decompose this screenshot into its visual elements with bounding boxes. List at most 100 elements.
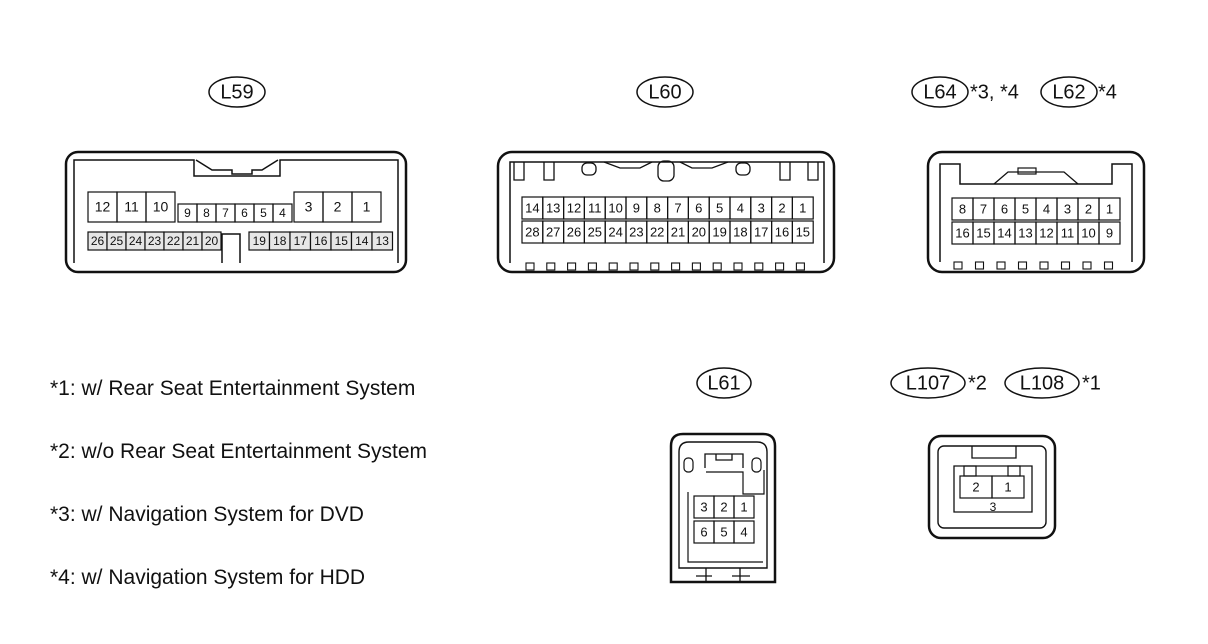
latch-hole: [683, 457, 694, 473]
rib: [691, 262, 701, 271]
note-4: *4: w/ Navigation System for HDD: [50, 566, 365, 589]
rib: [650, 262, 660, 271]
rib: [587, 262, 597, 271]
pin-number: 9: [1106, 225, 1113, 240]
pin-number: 21: [186, 234, 200, 248]
rib: [1017, 261, 1028, 270]
pin-number: 11: [588, 200, 602, 215]
pin-number: 1: [740, 499, 747, 514]
pin-number: 3: [1064, 201, 1071, 216]
connector-suffix-l64: *3, *4: [970, 81, 1019, 103]
footnotes: *1: w/ Rear Seat Entertainment System *2…: [50, 377, 427, 589]
pin-number: 11: [124, 199, 139, 215]
pin-number: 8: [654, 200, 661, 215]
pin-number: 21: [671, 224, 685, 239]
pin-cavity: [351, 191, 382, 223]
pin-number: 6: [695, 200, 702, 215]
pin-number: 16: [775, 224, 789, 239]
pin-number: 26: [91, 234, 105, 248]
housing-inner-outline: [678, 441, 768, 569]
pin-number: 20: [692, 224, 706, 239]
pin-number: 10: [153, 199, 169, 215]
pin-number: 25: [110, 234, 124, 248]
pin-cavity: [145, 191, 176, 223]
housing-inner-outline: [937, 445, 1047, 529]
pin-number: 26: [567, 224, 581, 239]
connector-code-l60: L60: [648, 81, 681, 103]
pin-number: 5: [1022, 201, 1029, 216]
note-2: *2: w/o Rear Seat Entertainment System: [50, 440, 427, 463]
pin-cavity: [371, 231, 394, 251]
connector-code-oval: [636, 76, 694, 108]
cavity-outline: [687, 492, 763, 563]
pin-number: 11: [1061, 225, 1075, 240]
connector-code-l61: L61: [707, 372, 740, 394]
connector-code-oval: [1040, 76, 1098, 108]
pin-number: 10: [1081, 225, 1095, 240]
pin-number: 12: [1039, 225, 1053, 240]
rib: [733, 262, 743, 271]
pin-number: 14: [355, 234, 369, 248]
pin-number: 3: [700, 499, 707, 514]
connector-housing: [926, 150, 1146, 274]
pin-number: 25: [588, 224, 602, 239]
pin-cavity: [1098, 221, 1121, 245]
pin-cavity: [791, 220, 814, 244]
pin-number: 28: [525, 224, 539, 239]
pin-cavity: [1098, 197, 1121, 221]
rib: [629, 262, 639, 271]
rib: [795, 262, 805, 271]
pin-number: 18: [273, 234, 287, 248]
pin-number: 6: [241, 206, 248, 220]
pin-number: 14: [997, 225, 1011, 240]
pin-number: 4: [1043, 201, 1050, 216]
pin-number: 15: [335, 234, 349, 248]
pin-number: 3: [305, 199, 313, 215]
key-slot: [221, 233, 241, 263]
pin-number: 19: [253, 234, 267, 248]
pin-number: 4: [279, 206, 286, 220]
pin-number: 7: [222, 206, 229, 220]
pin-number: 5: [716, 200, 723, 215]
rib: [546, 262, 556, 271]
pin-number: 6: [1001, 201, 1008, 216]
pin-number: 15: [976, 225, 990, 240]
pin-number: 2: [778, 200, 785, 215]
pin-number: 2: [1085, 201, 1092, 216]
pin-number: 12: [567, 200, 581, 215]
connector-housing: [669, 432, 777, 584]
pin-number: 27: [546, 224, 560, 239]
pin-number: 14: [525, 200, 539, 215]
pin-number: 2: [334, 199, 342, 215]
housing-inner-outline: [73, 159, 399, 263]
pin-number: 17: [754, 224, 768, 239]
bottom-ribs: [525, 262, 805, 271]
pin-number: 24: [129, 234, 143, 248]
pin-number: 3: [990, 500, 997, 514]
pin-number: 9: [184, 206, 191, 220]
pin-number: 12: [95, 199, 111, 215]
connector-housing: [64, 150, 408, 274]
rib: [1082, 261, 1092, 270]
pin-number: 16: [314, 234, 328, 248]
pin-number: 15: [796, 224, 810, 239]
rib: [712, 262, 722, 271]
pin-number: 1: [1106, 201, 1113, 216]
housing-inner-outline: [509, 161, 825, 263]
terminal-lance: [963, 465, 977, 477]
connector-code-oval: [696, 367, 752, 399]
rib: [1039, 261, 1049, 270]
pin-number: 13: [546, 200, 560, 215]
pin-cavity: [201, 231, 222, 251]
pin-number: 3: [758, 200, 765, 215]
note-3: *3: w/ Navigation System for DVD: [50, 503, 364, 526]
connector-code-l64: L64: [923, 81, 956, 103]
connector-suffix-l62: *4: [1098, 81, 1117, 103]
latch-hole: [735, 162, 751, 176]
connector-code-oval: [208, 76, 266, 108]
